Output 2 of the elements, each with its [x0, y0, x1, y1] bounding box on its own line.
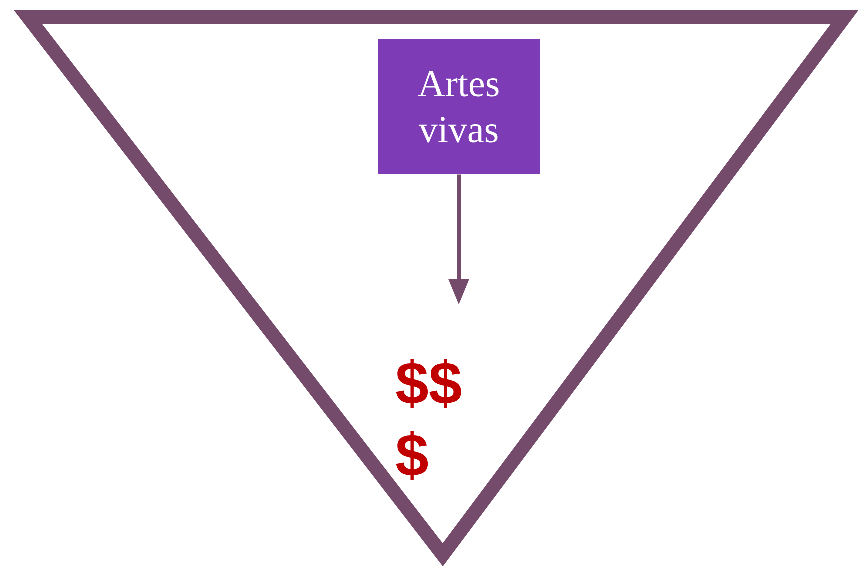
- dollar-signs: $$ $: [396, 360, 462, 480]
- label-box: Artes vivas: [378, 40, 540, 174]
